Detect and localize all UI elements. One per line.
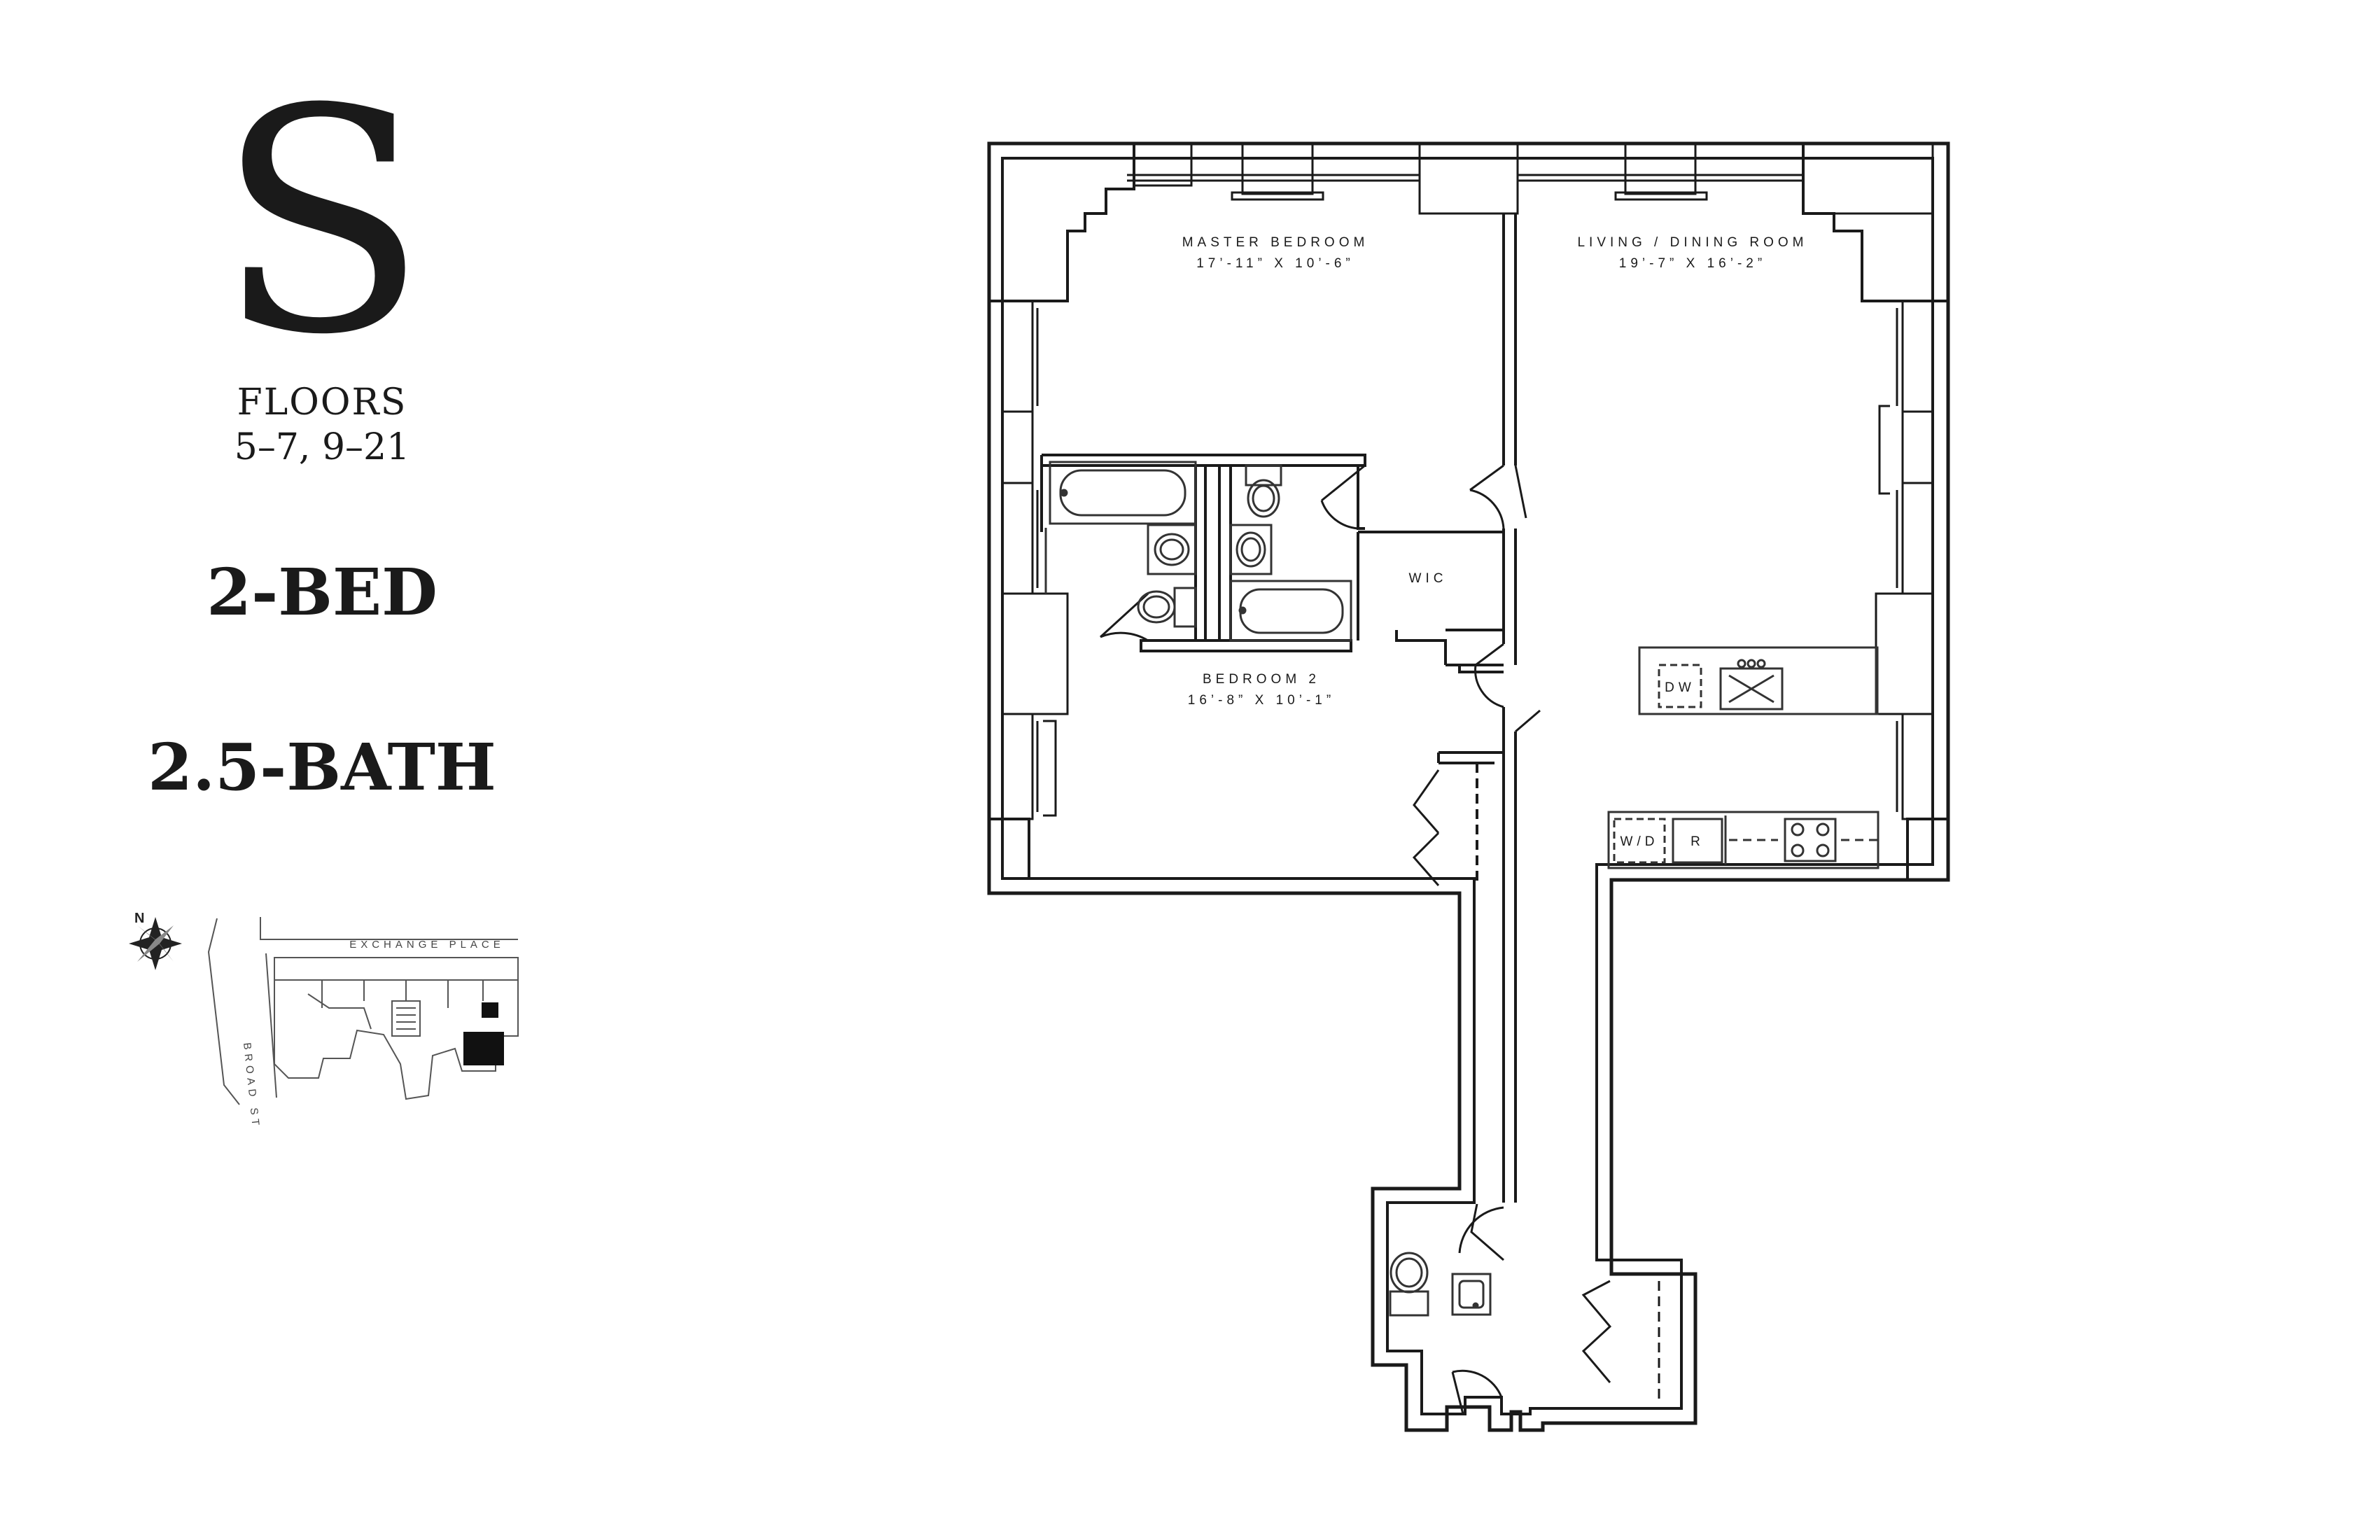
- toilet-bath-2-icon: [1245, 464, 1282, 518]
- living-dining-dims: 19’-7” X 16’-2”: [1619, 256, 1766, 271]
- windows-top: [1127, 142, 1934, 215]
- refrigerator-box: [1672, 818, 1723, 864]
- north-label: N: [134, 911, 148, 926]
- kitchen-island-counter: [1638, 646, 1879, 715]
- living-dining-label: LIVING / DINING ROOM: [1577, 235, 1807, 250]
- dishwasher-box: [1658, 664, 1702, 708]
- title-block: S FLOORS 5–7, 9–21 2-BED 2.5-BATH: [148, 43, 496, 805]
- bedroom-2-label: BEDROOM 2: [1203, 672, 1320, 687]
- bed-count: 2-BED: [206, 554, 438, 630]
- unit-letter: S: [216, 43, 427, 402]
- toilet-master-icon: [1137, 587, 1197, 628]
- key-plan: N EXCHANGE PLACE BROAD ST: [129, 911, 519, 1130]
- vanity-sink-master: [1147, 524, 1197, 575]
- vanity-sink-bath-2: [1229, 524, 1273, 575]
- dishwasher-label: DW: [1665, 680, 1695, 695]
- bedroom-2-dims: 16’-8” X 10’-1”: [1188, 693, 1335, 708]
- interior-walls: [1040, 214, 1517, 1203]
- master-bedroom-dims: 17’-11” X 10’-6”: [1196, 256, 1354, 271]
- refrigerator-label: R: [1690, 834, 1704, 849]
- kitchen-sink-icon: [1719, 667, 1784, 710]
- exterior-wall-inner: [1001, 157, 1934, 1415]
- street-broad-st: BROAD ST: [241, 1042, 262, 1130]
- bath-count: 2.5-BATH: [148, 729, 496, 805]
- toilet-powder-icon: [1389, 1252, 1429, 1317]
- street-exchange-place: EXCHANGE PLACE: [349, 939, 505, 951]
- sink-powder: [1451, 1273, 1492, 1316]
- corner-piers: [989, 142, 1948, 880]
- doors: [1099, 464, 1660, 1415]
- bath-fixtures: [1044, 461, 1492, 1317]
- washer-dryer-box: [1613, 818, 1666, 864]
- unit-location-marker: [463, 1032, 504, 1065]
- washer-dryer-label: W/D: [1620, 834, 1659, 849]
- floors-title: FLOORS: [237, 382, 407, 424]
- bathtub-bath-2: [1229, 580, 1352, 642]
- exterior-wall-outer: [987, 141, 1950, 1432]
- kitchen-rear-counter: [1607, 811, 1879, 869]
- bathtub-master: [1049, 461, 1197, 525]
- floors-range: 5–7, 9–21: [234, 426, 410, 468]
- compass-rose-icon: [129, 917, 182, 970]
- wic-label: WIC: [1409, 571, 1448, 586]
- master-bedroom-label: MASTER BEDROOM: [1182, 235, 1369, 250]
- windows-right: [1875, 300, 1933, 820]
- room-labels: MASTER BEDROOM 17’-11” X 10’-6” LIVING /…: [1182, 235, 1807, 849]
- windows-left: [1002, 300, 1069, 820]
- floor-plan: MASTER BEDROOM 17’-11” X 10’-6” LIVING /…: [987, 141, 1950, 1432]
- kitchen: [1607, 646, 1883, 869]
- cooktop-icon: [1784, 818, 1837, 862]
